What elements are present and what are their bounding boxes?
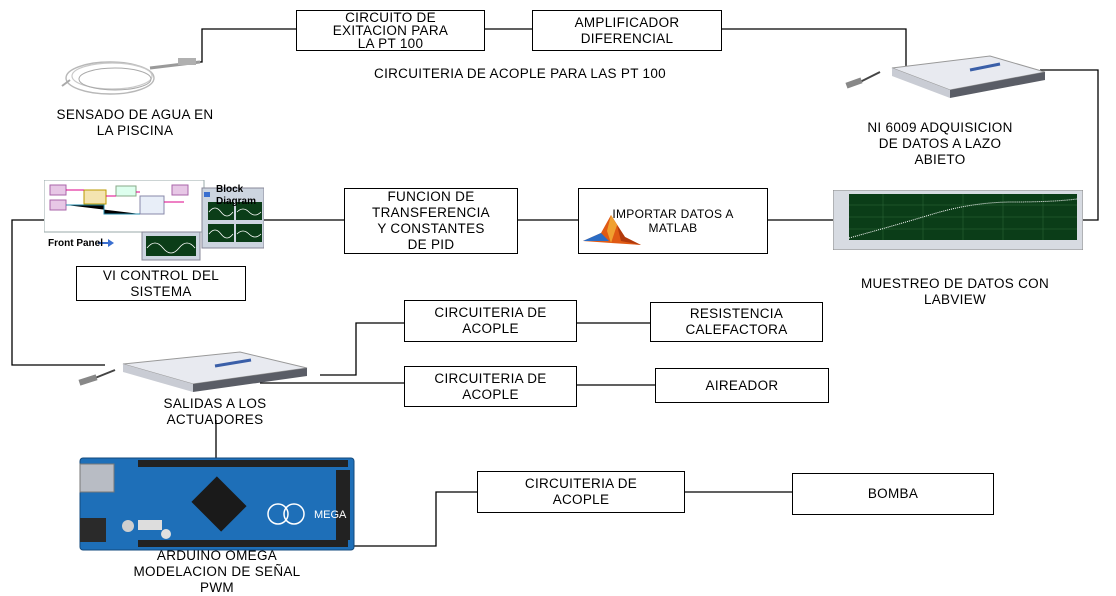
amplificador-line: AMPLIFICADOR bbox=[574, 14, 680, 30]
resistencia-line: CALEFACTORA bbox=[685, 322, 788, 337]
acople-3-block: CIRCUITERIA DE ACOPLE bbox=[477, 471, 685, 513]
matlab-block: IMPORTAR DATOS A MATLAB bbox=[578, 188, 768, 254]
arduino-line: PWM bbox=[200, 580, 234, 595]
acople-1-block: CIRCUITERIA DE ACOPLE bbox=[404, 300, 577, 342]
excitacion-line: LA PT 100 bbox=[357, 36, 424, 51]
actuator-daq-image bbox=[78, 351, 308, 392]
resistencia-line: RESISTENCIA bbox=[689, 306, 784, 321]
funcion-line: TRANSFERENCIA bbox=[372, 205, 490, 220]
ni6009-line: DE DATOS A LAZO bbox=[878, 136, 1002, 151]
ni6009-daq-image bbox=[845, 55, 1046, 98]
aireador-block: AIREADOR bbox=[655, 368, 829, 403]
acople-1-line: ACOPLE bbox=[462, 321, 519, 336]
salidas-line: SALIDAS A LOS bbox=[163, 396, 267, 411]
ni6009-line: NI 6009 ADQUISICION bbox=[867, 120, 1013, 135]
sensado-label-line: SENSADO DE AGUA EN bbox=[56, 107, 214, 122]
arduino-line: ARDUINO OMEGA bbox=[156, 548, 278, 563]
vi-control-line: SISTEMA bbox=[130, 283, 192, 299]
acople-3-line: ACOPLE bbox=[552, 492, 610, 507]
salidas-label: SALIDAS A LOS ACTUADORES bbox=[110, 396, 320, 428]
sensado-label-line: LA PISCINA bbox=[96, 123, 174, 138]
amplificador-block: AMPLIFICADOR DIFERENCIAL bbox=[532, 10, 722, 51]
labview-vi-image: Block Diagram Front Panel bbox=[43, 179, 265, 262]
funcion-line: FUNCION DE bbox=[387, 189, 475, 204]
acople-2-block: CIRCUITERIA DE ACOPLE bbox=[404, 366, 577, 407]
muestreo-line: MUESTREO DE DATOS CON bbox=[860, 276, 1050, 291]
ni6009-label: NI 6009 ADQUISICION DE DATOS A LAZO ABIE… bbox=[830, 120, 1050, 168]
salidas-line: ACTUADORES bbox=[166, 412, 264, 427]
sensado-label: SENSADO DE AGUA EN LA PISCINA bbox=[22, 107, 248, 139]
funcion-line: DE PID bbox=[407, 237, 455, 252]
resistencia-block: RESISTENCIA CALEFACTORA bbox=[650, 302, 823, 342]
acople-3-line: CIRCUITERIA DE bbox=[524, 476, 638, 491]
matlab-logo-icon bbox=[583, 215, 641, 245]
muestreo-label: MUESTREO DE DATOS CON LABVIEW bbox=[830, 276, 1080, 308]
excitacion-line: CIRCUITO DE bbox=[345, 10, 436, 25]
labview-graph-image bbox=[833, 190, 1083, 250]
excitacion-line: EXITACION PARA bbox=[332, 23, 449, 38]
matlab-line: IMPORTAR DATOS A bbox=[612, 207, 734, 221]
matlab-line: MATLAB bbox=[648, 221, 698, 235]
excitacion-block: CIRCUITO DE EXITACION PARA LA PT 100 bbox=[296, 10, 485, 51]
acople-2-line: ACOPLE bbox=[462, 386, 519, 402]
ni6009-line: ABIETO bbox=[914, 152, 966, 167]
arduino-board-text: MEGA bbox=[314, 509, 347, 521]
circuiteria-pt100-label: CIRCUITERIA DE ACOPLE PARA LAS PT 100 bbox=[374, 66, 666, 81]
aireador-line: AIREADOR bbox=[705, 377, 779, 393]
block-diagram-caption: Block Diagram bbox=[216, 184, 257, 207]
acople-2-line: CIRCUITERIA DE bbox=[434, 370, 547, 386]
arduino-mega-image: MEGA bbox=[79, 457, 355, 551]
vi-control-line: VI CONTROL DEL bbox=[102, 267, 220, 283]
bomba-line: BOMBA bbox=[867, 486, 919, 501]
muestreo-line: LABVIEW bbox=[923, 292, 987, 307]
pt100-sensor-image bbox=[61, 58, 201, 95]
arduino-line: MODELACION DE SEÑAL bbox=[133, 564, 301, 579]
front-panel-caption: Front Panel bbox=[48, 238, 104, 249]
funcion-line: Y CONSTANTES bbox=[377, 221, 485, 236]
labview-screens-icon bbox=[43, 179, 265, 261]
funcion-block: FUNCION DE TRANSFERENCIA Y CONSTANTES DE… bbox=[344, 188, 518, 254]
bomba-block: BOMBA bbox=[792, 473, 994, 515]
acople-1-line: CIRCUITERIA DE bbox=[434, 305, 547, 320]
amplificador-line: DIFERENCIAL bbox=[580, 30, 674, 46]
vi-control-block: VI CONTROL DEL SISTEMA bbox=[76, 266, 246, 301]
